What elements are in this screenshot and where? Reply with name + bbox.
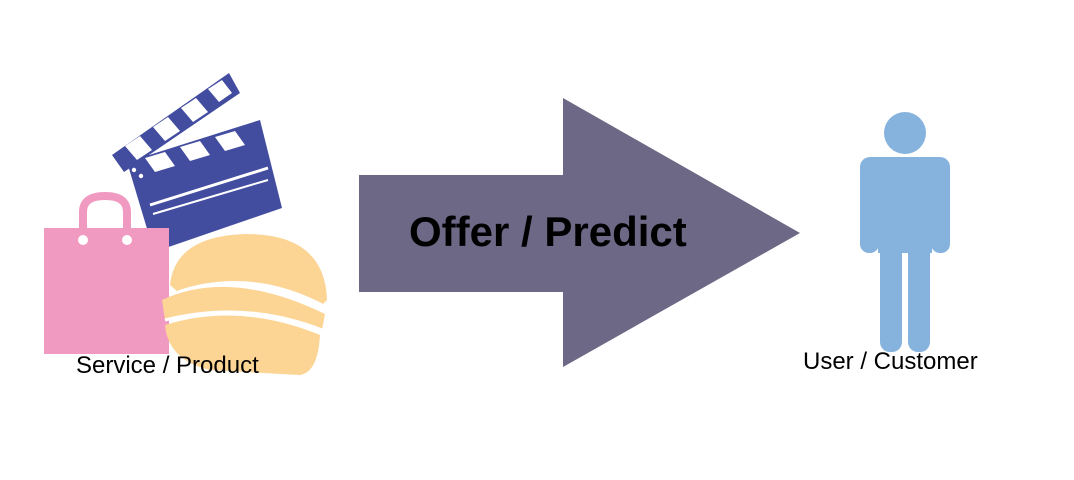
person-icon <box>860 112 950 352</box>
burger-icon <box>162 234 327 375</box>
service-product-label: Service / Product <box>76 352 259 379</box>
offer-predict-arrow <box>359 98 800 367</box>
shopping-bag-icon <box>44 191 169 354</box>
user-customer-label: User / Customer <box>803 348 978 375</box>
clapperboard-icon <box>112 73 282 252</box>
arrow-label: Offer / Predict <box>409 208 687 255</box>
